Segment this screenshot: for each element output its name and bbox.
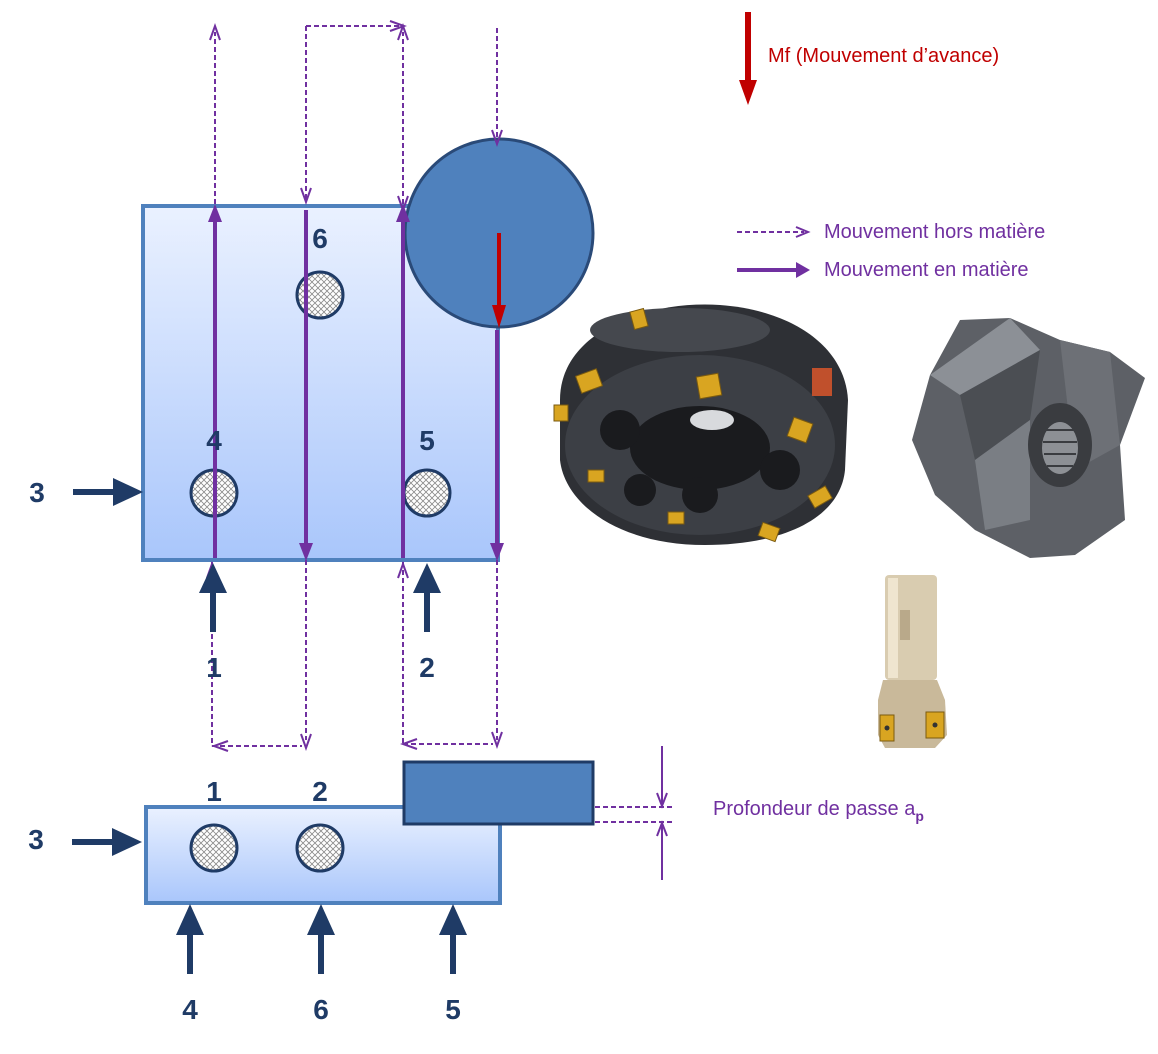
label-pin-1: 1 (206, 776, 222, 807)
legend-out-of-material: Mouvement hors matière (824, 221, 1045, 243)
legend-in-material: Mouvement en matière (824, 259, 1029, 281)
label-bottom-5: 5 (445, 994, 461, 1025)
depth-of-cut-dimension (595, 746, 675, 880)
label-side-3-top: 3 (29, 477, 45, 508)
tool-path-in-material (213, 210, 499, 558)
locating-pin-6 (295, 270, 345, 320)
shell-mill-image (912, 318, 1145, 558)
feed-label: Mf (Mouvement d’avance) (768, 45, 999, 67)
label-bottom-1: 1 (206, 652, 222, 683)
label-pin-4: 4 (206, 425, 222, 456)
label-pin-2: 2 (312, 776, 328, 807)
path-legend: Mouvement hors matière Mouvement en mati… (737, 221, 1045, 281)
tool-path-out-of-material (211, 25, 498, 747)
locating-pin-2 (295, 823, 345, 873)
milling-cutter-side-view (402, 760, 595, 826)
depth-of-cut-label: Profondeur de passe ap (713, 798, 924, 824)
label-bottom-6: 6 (313, 994, 329, 1025)
locating-pin-5 (402, 468, 452, 518)
locating-pin-1 (189, 823, 239, 873)
label-bottom-2: 2 (419, 652, 435, 683)
label-pin-6: 6 (312, 223, 328, 254)
feed-legend: Mf (Mouvement d’avance) (739, 12, 999, 105)
label-side-3-side: 3 (28, 824, 44, 855)
label-bottom-4: 4 (182, 994, 198, 1025)
end-mill-image (878, 575, 947, 748)
locator-arrows-top-view (73, 478, 441, 632)
face-mill-image (553, 304, 848, 545)
locator-arrows-side-view (72, 828, 467, 974)
label-pin-5: 5 (419, 425, 435, 456)
